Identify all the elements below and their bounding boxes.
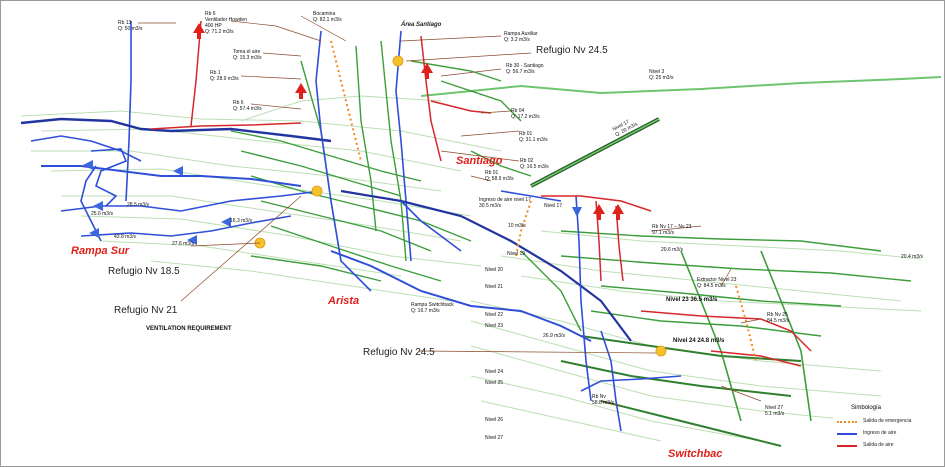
exhaust-routes [150, 20, 812, 367]
label-nivel21: Nivel 21 [485, 284, 504, 290]
label-rb-nv17-nv23: Rb Nv 17 – Nv 23 97.1 m3/s [652, 224, 692, 236]
label-nivel26: Nivel 26 [485, 417, 504, 423]
emergency-routes [330, 40, 757, 362]
zone-area-santiago: Área Santiago [401, 22, 442, 28]
label-q-10: 10 m3/s [508, 223, 526, 229]
label-rb-nv25: Rb Nv 25 84.5 m3/s [767, 312, 789, 324]
refuge-nv18-5-label: Refugio Nv 18.5 [108, 266, 180, 277]
intake-arrows [83, 160, 582, 245]
label-q-20-4: 20.4 m3/s [901, 254, 923, 260]
legend-swatch-intake [837, 433, 857, 435]
legend: Simbología Salida de emergencia Ingreso … [833, 405, 944, 455]
label-rb13: Rb 13 Q: 50 m3/s [118, 20, 143, 32]
label-nivel23: Nivel 23 [485, 323, 504, 329]
label-rampa-auxiliar: Rampa Auxiliar Q: 3.2 m3/s [504, 31, 538, 43]
legend-swatch-exhaust [837, 445, 857, 447]
label-q-28-5: 28.5 m3/s [127, 202, 149, 208]
label-q-25-6: 25.6 m3/s [91, 211, 113, 217]
label-nivel19: Nivel 19 [507, 251, 526, 257]
label-q-16-3: 16.3 m3/s [230, 218, 252, 224]
ventilation-requirement: VENTILATION REQUIREMENT [146, 326, 232, 332]
zone-santiago: Santiago [456, 155, 503, 167]
refuge-nv21-label: Refugio Nv 21 [114, 305, 178, 316]
label-rampa-switchback: Rampa Switchback Q: 16.7 m3/s [411, 302, 454, 314]
label-rb30: Rb 30 - Santiago Q: 56.7 m3/s [506, 63, 544, 75]
label-q-26-9: 26.9 m3/s [543, 333, 565, 339]
label-rb01b: Rb 01 Q: 58.9 m3/s [485, 170, 514, 182]
label-nivel23-flow: Nivel 23 36.5 m3/s [666, 297, 718, 303]
label-ingreso17: Ingreso de aire nivel 17 30.5 m3/s [479, 197, 531, 209]
legend-label-emergency: Salida de emergencia [863, 418, 912, 424]
label-rb01: Rb 01 Q: 31.1 m3/s [519, 131, 548, 143]
zone-rampa-sur: Rampa Sur [71, 245, 130, 257]
leader-lines [138, 15, 762, 407]
label-nivel27: Nivel 27 [485, 435, 504, 441]
legend-swatch-emergency [837, 421, 857, 423]
label-rb04: Rb 04 Q: 17.2 m3/s [511, 108, 540, 120]
label-toma-aire: Toma el aire Q: 15.3 m3/s [233, 49, 262, 61]
legend-label-intake: Ingreso de aire [863, 430, 897, 436]
label-q-27-6: 27.6 m3/s [172, 241, 194, 247]
label-bocamina: Bocamina Q: 82.1 m3/s [313, 11, 342, 23]
label-nivel27-flow: Nivel 27 5.1 m3/s [765, 405, 785, 417]
zone-switchback: Switchbac [668, 448, 723, 460]
intake-routes [20, 21, 682, 432]
zone-arista: Arista [328, 295, 360, 307]
label-nivel25: Nivel 25 [485, 380, 504, 386]
refuge-markers [254, 55, 667, 357]
refuge-nv24-5-top-label: Refugio Nv 24.5 [536, 45, 608, 56]
drifts-light [20, 95, 922, 442]
legend-title: Simbología [851, 405, 882, 411]
label-nivel24-flow: Nivel 24 24.8 m3/s [673, 338, 725, 344]
label-nivel24: Nivel 24 [485, 369, 504, 375]
label-nivel17: Nivel 17 [544, 203, 563, 209]
legend-label-exhaust: Salida de aire [863, 442, 894, 448]
label-nivel22: Nivel 22 [485, 312, 504, 318]
label-q-43-8: 43.8 m3/s [114, 234, 136, 240]
label-q-20-6: 20.6 m3/s [661, 247, 683, 253]
label-rb-nv-58: Rb Nv 58.8 m3/s [592, 394, 614, 406]
label-rb1: Rb 1 Q: 28.9 m3/s [210, 70, 239, 82]
label-rb02: Rb 02 Q: 16.5 m3/s [520, 158, 549, 170]
exhaust-arrows [193, 23, 624, 220]
label-rb6-mid: Rb 6 Q: 57.4 m3/s [233, 100, 262, 112]
label-extractor: Extractor Nivel 23 Q: 84.5 m3/s [697, 277, 737, 289]
label-nivel3: Nivel 3 Q: 25 m3/s [649, 69, 674, 81]
refuge-nv24-5-bottom-label: Refugio Nv 24.5 [363, 347, 435, 358]
label-rb6-howden: Rb 6 Ventilador Howden 400 HP Q: 71.2 m3… [205, 11, 247, 35]
label-nivel20: Nivel 20 [485, 267, 504, 273]
